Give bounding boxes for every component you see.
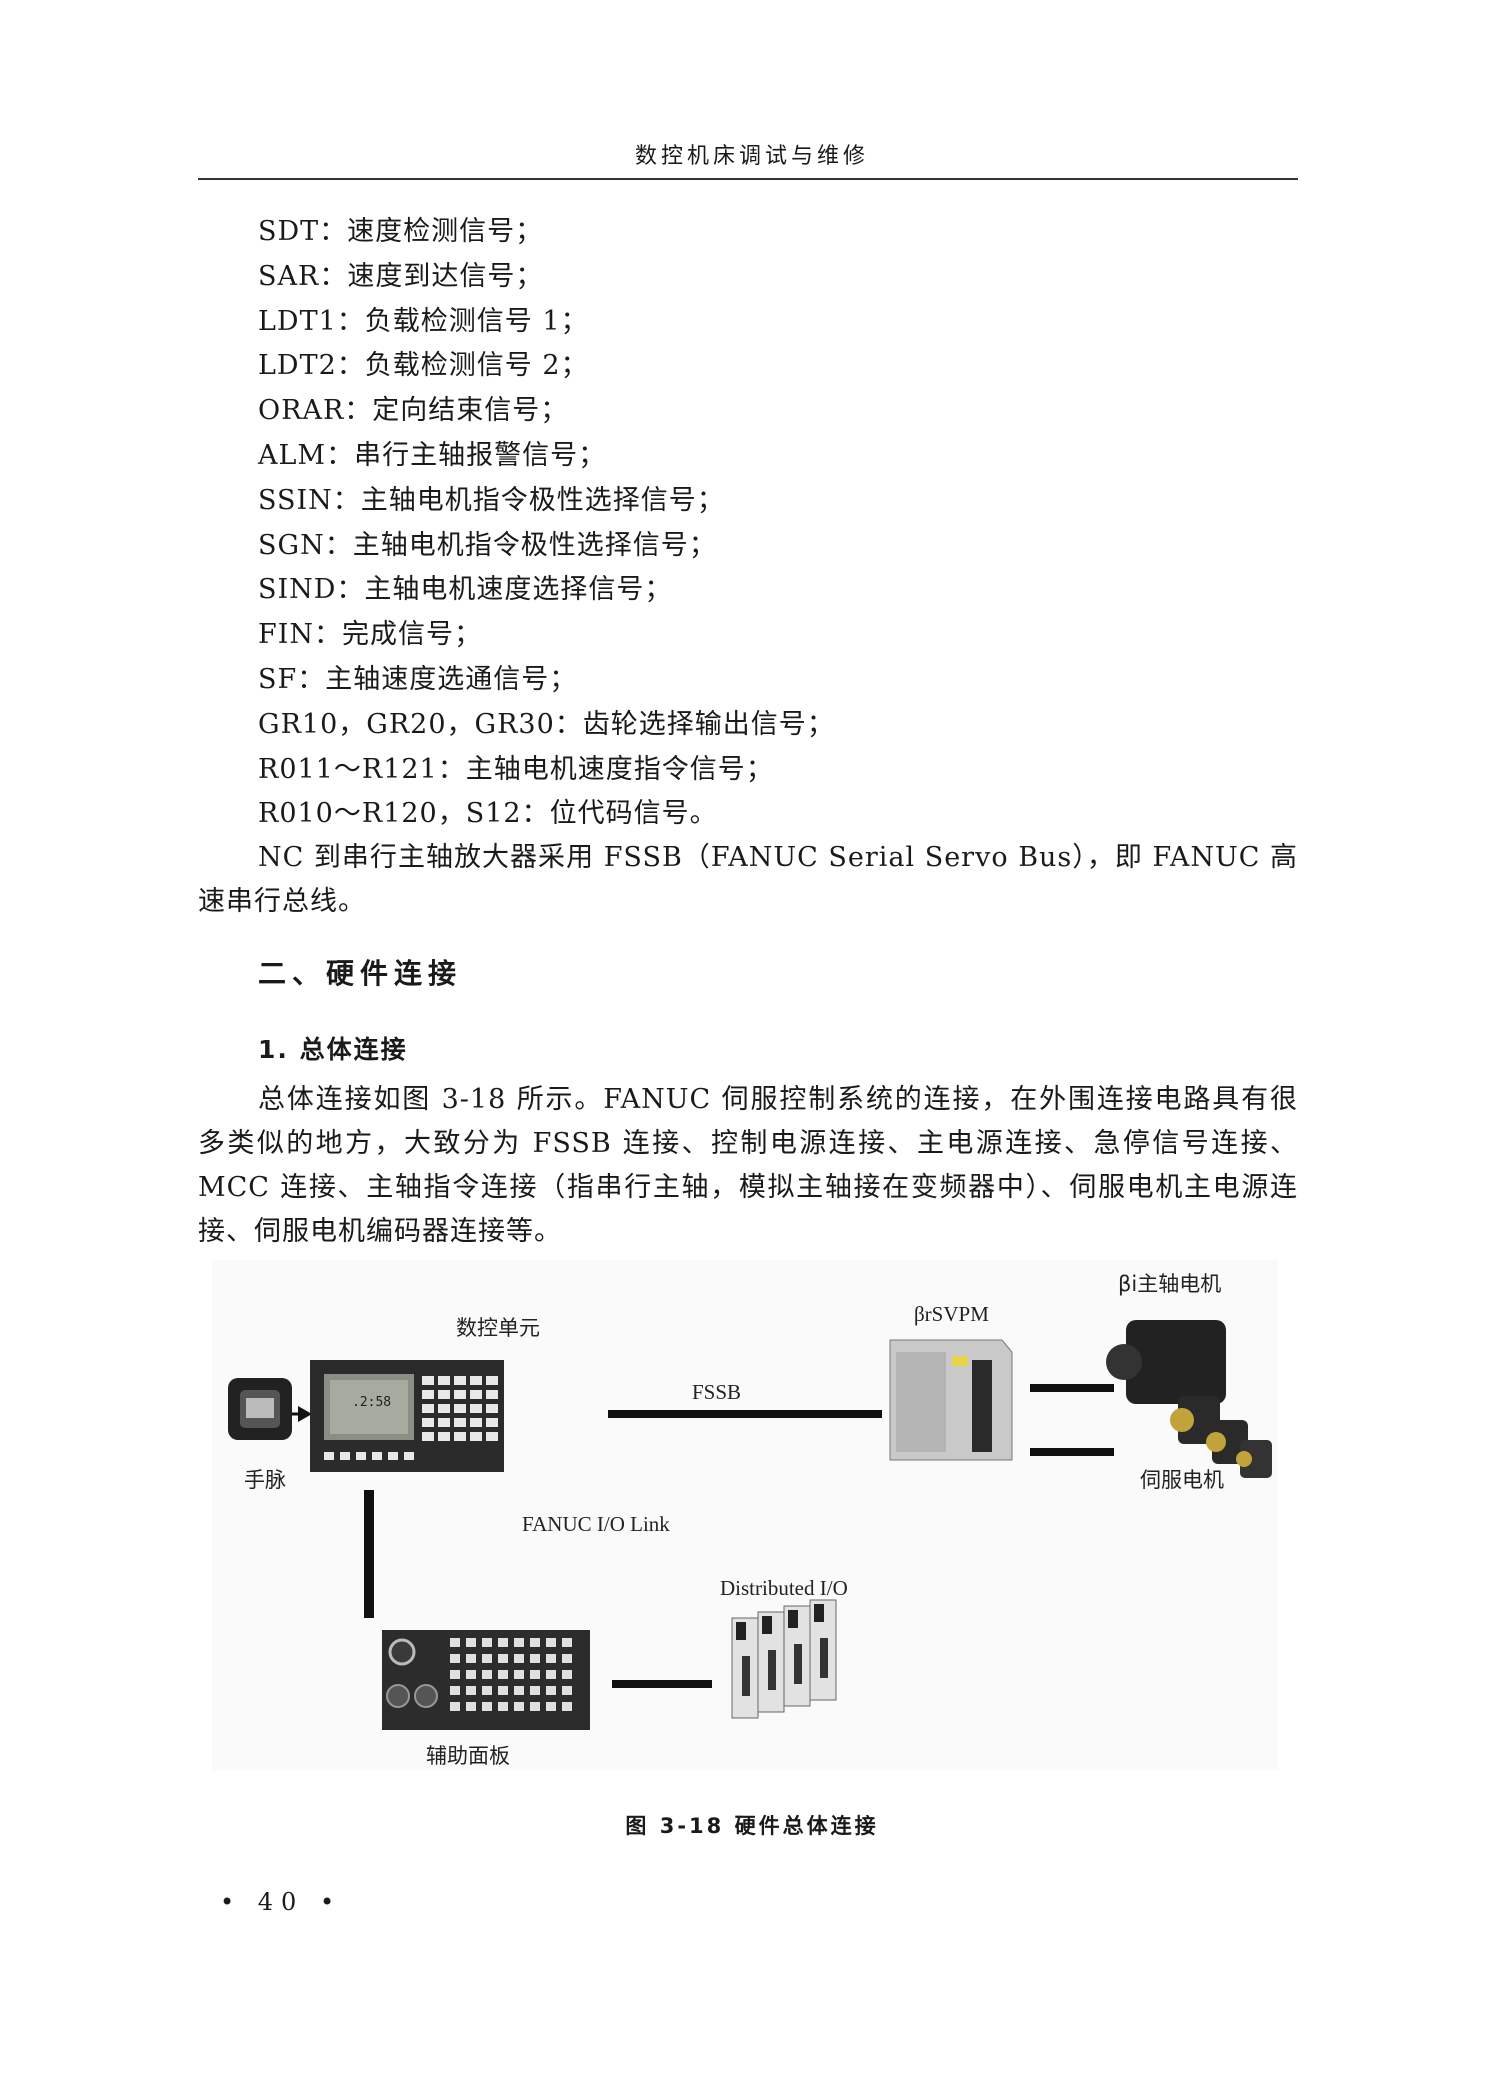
list-item: ALM：串行主轴报警信号； — [258, 439, 607, 471]
list-item: LDT1：负载检测信号 1； — [258, 305, 589, 337]
paragraph-overall: 总体连接如图 3-18 所示。FANUC 伺服控制系统的连接，在外围连接电路具有… — [198, 1084, 1298, 1247]
section-heading: 二、硬件连接 — [258, 957, 463, 990]
fssb-label: FSSB — [692, 1380, 742, 1404]
list-item: ORAR：定向结束信号； — [258, 395, 569, 427]
list-item: SF：主轴速度选通信号； — [258, 663, 578, 695]
list-item: SAR：速度到达信号； — [258, 260, 544, 292]
list-item: R011～R121：主轴电机速度指令信号； — [258, 753, 774, 785]
list-item: R010～R120，S12：位代码信号。 — [258, 798, 718, 830]
cnc-unit-label: 数控单元 — [456, 1316, 540, 1340]
subsection-heading: 1. 总体连接 — [258, 1035, 408, 1064]
motors-illustration — [1106, 1320, 1272, 1478]
fssb-cable — [608, 1410, 882, 1418]
list-item: SSIN：主轴电机指令极性选择信号； — [258, 484, 725, 516]
aux-panel-label: 辅助面板 — [426, 1744, 510, 1768]
io-link-label: FANUC I/O Link — [522, 1512, 670, 1536]
distributed-io-label: Distributed I/O — [720, 1576, 848, 1600]
distributed-io-cable — [612, 1680, 712, 1688]
figure-drawing: .2:58 — [212, 1260, 1278, 1770]
page-number: • 40 • — [220, 1888, 343, 1916]
amplifier-label: βrSVPM — [914, 1302, 989, 1326]
handwheel-label: 手脉 — [244, 1468, 286, 1492]
list-item: SGN：主轴电机指令极性选择信号； — [258, 529, 717, 561]
spindle-cable — [1030, 1384, 1114, 1392]
aux-panel-illustration — [382, 1630, 590, 1730]
figure-caption: 图 3-18 硬件总体连接 — [625, 1814, 879, 1838]
amplifier-illustration — [889, 1339, 1013, 1461]
list-item: SDT：速度检测信号； — [258, 216, 544, 247]
handwheel-illustration — [228, 1378, 312, 1440]
svg-text:.2:58: .2:58 — [352, 1395, 391, 1410]
header-rule — [198, 178, 1298, 180]
paragraph-fssb: NC 到串行主轴放大器采用 FSSB（FANUC Serial Servo Bu… — [198, 842, 1298, 917]
list-item: FIN：完成信号； — [258, 619, 483, 651]
servo-motor-label: 伺服电机 — [1140, 1468, 1224, 1492]
spindle-motor-label: βi主轴电机 — [1118, 1272, 1222, 1296]
list-item: LDT2：负载检测信号 2； — [258, 350, 589, 382]
running-header: 数控机床调试与维修 — [634, 144, 869, 169]
cnc-unit-illustration: .2:58 — [310, 1360, 504, 1472]
io-link-cable — [364, 1490, 374, 1618]
list-item: SIND：主轴电机速度选择信号； — [258, 574, 673, 606]
list-item: GR10，GR20，GR30：齿轮选择输出信号； — [258, 708, 835, 740]
hardware-connection-figure: .2:58 — [212, 1260, 1278, 1770]
distributed-io-illustration — [731, 1599, 837, 1719]
servo-cable — [1030, 1448, 1114, 1456]
signal-list: SDT：速度检测信号； SAR：速度到达信号； LDT1：负载检测信号 1； L… — [258, 210, 835, 837]
